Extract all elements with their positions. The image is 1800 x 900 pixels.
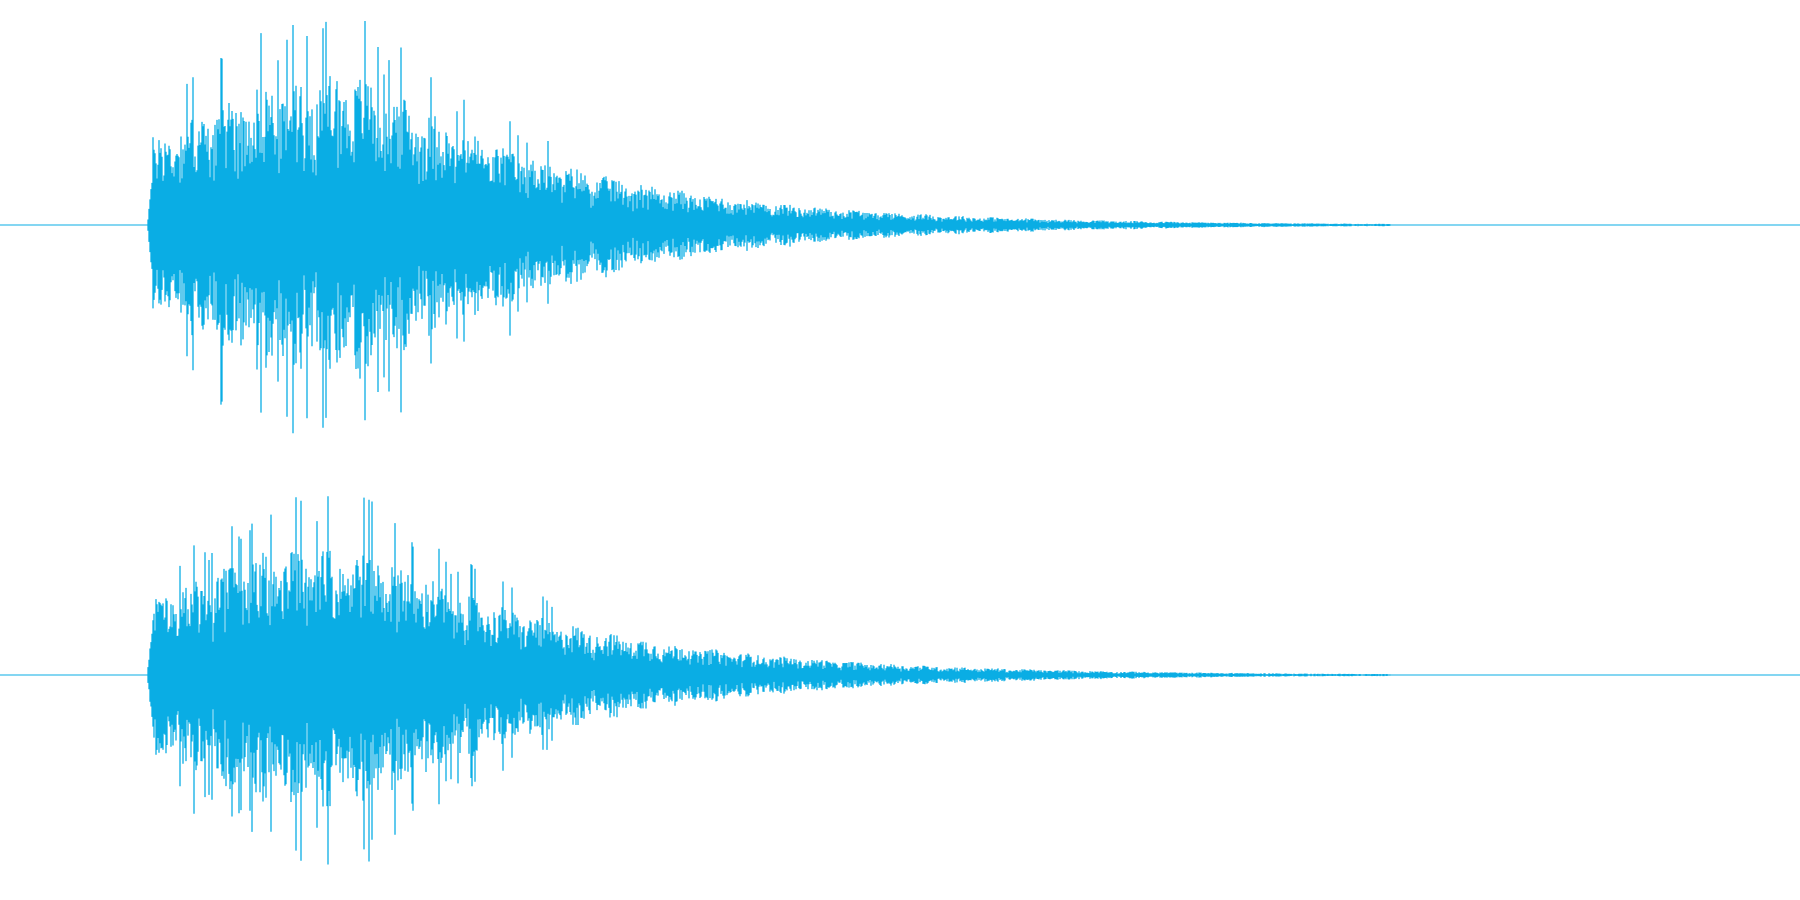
waveform-channel-2 xyxy=(0,496,1800,865)
waveform-channel-1 xyxy=(0,21,1800,434)
channel-1-waveform xyxy=(147,21,1391,434)
channel-2-waveform xyxy=(147,496,1391,865)
